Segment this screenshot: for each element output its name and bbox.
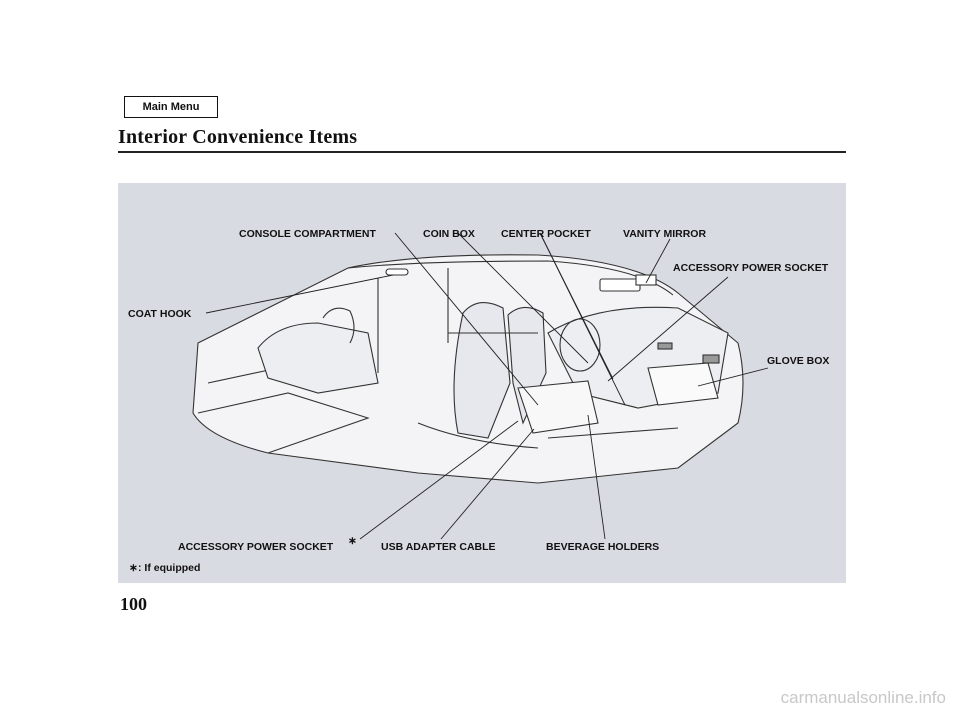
title-divider <box>118 151 846 153</box>
main-menu-button[interactable]: Main Menu <box>124 96 218 118</box>
label-beverage-holders: BEVERAGE HOLDERS <box>546 541 659 553</box>
footnote-text: : If equipped <box>138 562 200 574</box>
label-accessory-power-socket-bottom: ACCESSORY POWER SOCKET <box>178 541 334 553</box>
asterisk-icon: ∗ <box>348 535 357 547</box>
interior-illustration-panel: CONSOLE COMPARTMENT COIN BOX CENTER POCK… <box>118 183 846 583</box>
page-title: Interior Convenience Items <box>118 126 358 148</box>
label-accessory-power-socket-top: ACCESSORY POWER SOCKET <box>673 262 829 274</box>
page-number: 100 <box>120 594 147 614</box>
label-glove-box: GLOVE BOX <box>767 355 829 367</box>
label-vanity-mirror: VANITY MIRROR <box>623 228 706 240</box>
label-usb-adapter-cable: USB ADAPTER CABLE <box>381 541 496 553</box>
label-console-compartment: CONSOLE COMPARTMENT <box>239 228 376 240</box>
car-interior-illustration: CONSOLE COMPARTMENT COIN BOX CENTER POCK… <box>128 228 829 574</box>
footnote-symbol: ∗ <box>129 562 138 574</box>
watermark: carmanualsonline.info <box>780 688 946 707</box>
label-center-pocket: CENTER POCKET <box>501 228 591 240</box>
callout-leader-lines <box>205 232 769 540</box>
label-coin-box: COIN BOX <box>423 228 475 240</box>
label-coat-hook: COAT HOOK <box>128 308 192 320</box>
car-body-drawing <box>192 254 744 484</box>
